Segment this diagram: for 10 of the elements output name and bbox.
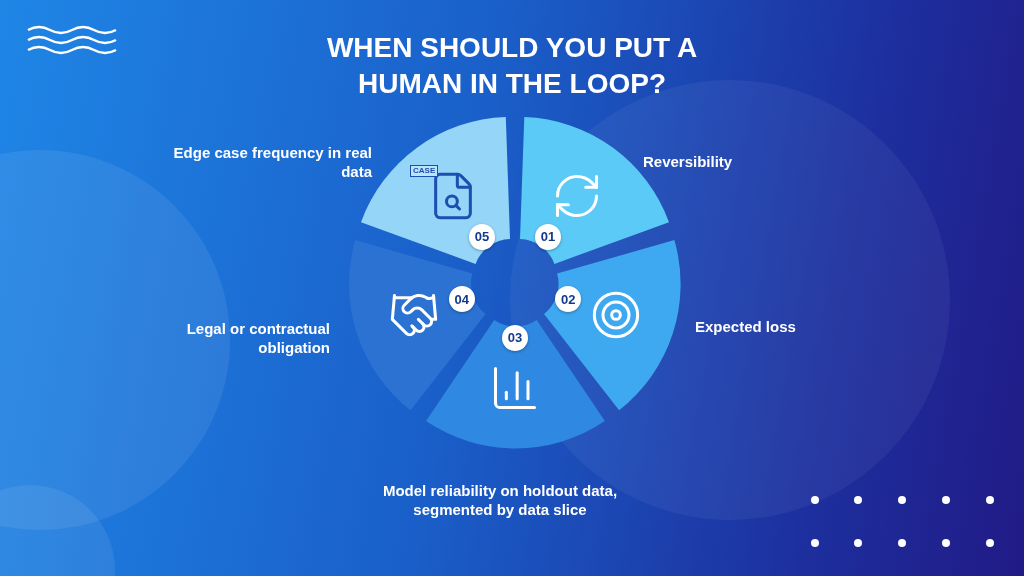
segment-label: Edge case frequency in real data	[172, 143, 372, 181]
pie-segment	[349, 239, 486, 410]
segment-label: Expected loss	[695, 317, 797, 336]
document-tag: CASE	[410, 165, 439, 177]
title: WHEN SHOULD YOU PUT A HUMAN IN THE LOOP?	[325, 31, 699, 101]
segment-label: Reversibility	[643, 152, 734, 171]
segment-label: Legal or contractual obligation	[185, 319, 330, 357]
pie-segment	[544, 239, 681, 410]
segment-label: Model reliability on holdout data, segmented by data slice	[381, 481, 619, 519]
pie-segment	[425, 319, 605, 448]
